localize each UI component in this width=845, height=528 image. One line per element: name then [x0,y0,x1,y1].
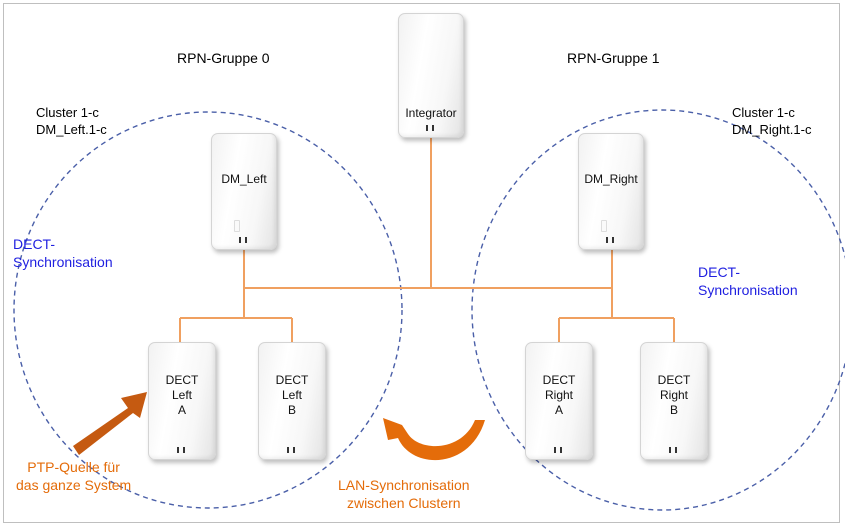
device-label-line: Left [281,388,302,402]
ptp-source-note-line1: PTP-Quelle für [27,459,120,475]
dect-sync-right-label: DECT- Synchronisation [698,263,798,299]
cluster-left-label: Cluster 1-c DM_Left.1-c [36,104,107,138]
rpn-group-1-title: RPN-Gruppe 1 [567,50,660,66]
device-label-line: B [669,403,678,417]
device-label-line: B [287,403,296,417]
device-label-line: DECT [275,373,309,387]
dect-right-b-device: DECT Right B [640,342,708,460]
integrator-device: Integrator [398,13,464,138]
dect-sync-left-line1: DECT- [13,236,55,252]
dect-left-b-device: DECT Left B [258,342,326,460]
led-indicator [293,447,295,453]
lan-sync-note: LAN-Synchronisation zwischen Clustern [338,476,470,512]
dm-left-device: DM_Left [211,133,277,250]
led-indicator [669,447,671,453]
device-label-line: Left [171,388,192,402]
dect-sync-right-line1: DECT- [698,264,740,280]
dect-sync-left-line2: Synchronisation [13,254,113,270]
cluster-left-line1: Cluster 1-c [36,105,99,120]
led-indicator [560,447,562,453]
led-indicator [612,237,614,243]
rpn-group-0-ellipse [13,111,403,509]
cluster-right-line1: Cluster 1-c [732,105,795,120]
led-indicator [245,237,247,243]
device-label-line: A [554,403,563,417]
device-label-line: DECT [657,373,691,387]
led-indicator [554,447,556,453]
led-indicator [675,447,677,453]
led-indicator [606,237,608,243]
device-label-line: A [177,403,186,417]
led-indicator [183,447,185,453]
rpn-group-1-ellipse [471,109,845,511]
led-indicator [432,125,434,131]
cluster-left-line2: DM_Left.1-c [36,122,107,137]
dm-left-label: DM_Left [221,172,267,186]
led-indicator [426,125,428,131]
led-indicator [177,447,179,453]
device-label-line: Right [544,388,573,402]
rpn-group-0-title: RPN-Gruppe 0 [177,50,270,66]
cluster-right-line2: DM_Right.1-c [732,122,812,137]
dect-right-b-label: DECT Right B [641,373,707,418]
ptp-source-note-line2: das ganze System [16,477,132,493]
device-label-line: DECT [165,373,199,387]
diagram-frame [3,3,840,523]
dect-right-a-device: DECT Right A [525,342,593,460]
dect-sync-right-line2: Synchronisation [698,282,798,298]
device-label-line: Right [659,388,688,402]
dm-right-label: DM_Right [584,172,638,186]
ptp-source-note: PTP-Quelle für das ganze System [16,458,131,494]
dect-right-a-label: DECT Right A [526,373,592,418]
dect-left-a-device: DECT Left A [148,342,216,460]
lan-sync-note-line1: LAN-Synchronisation [338,477,470,493]
lan-sync-curved-arrow [383,418,485,461]
lan-sync-note-line2: zwischen Clustern [346,495,461,511]
ptp-source-arrow [73,392,147,455]
led-indicator [239,237,241,243]
cluster-right-label: Cluster 1-c DM_Right.1-c [732,104,811,138]
card-slot [601,220,607,232]
device-label-line: DECT [542,373,576,387]
dect-left-b-label: DECT Left B [259,373,325,418]
dm-right-device: DM_Right [578,133,644,250]
dect-sync-left-label: DECT- Synchronisation [13,235,113,271]
led-indicator [287,447,289,453]
integrator-label: Integrator [405,106,457,120]
card-slot [234,220,240,232]
dect-left-a-label: DECT Left A [149,373,215,418]
